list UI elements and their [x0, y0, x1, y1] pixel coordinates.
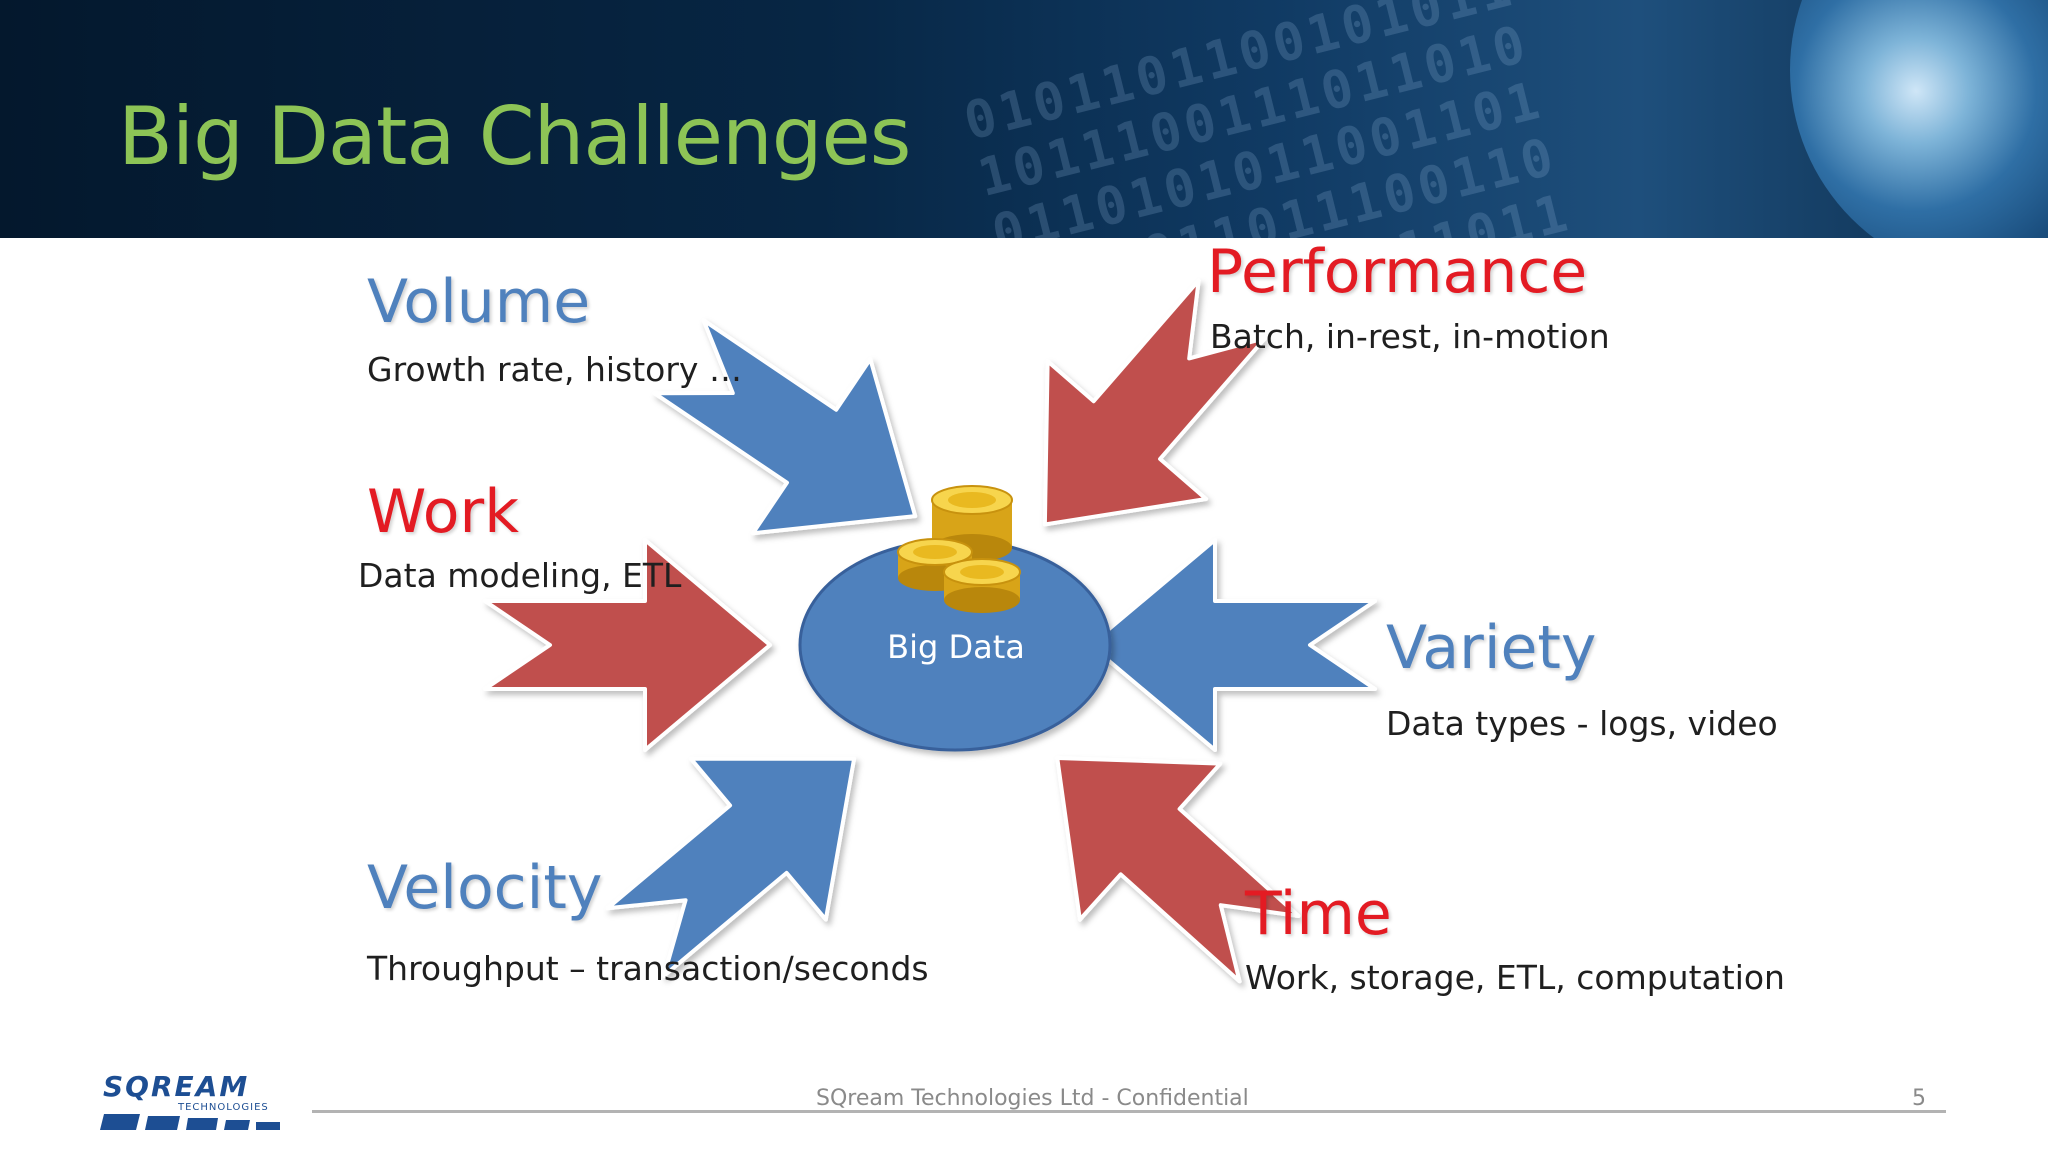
volume-detail: Growth rate, history … — [367, 350, 742, 389]
volume-title: Volume — [367, 267, 591, 337]
performance-detail: Batch, in-rest, in-motion — [1210, 317, 1610, 356]
velocity-detail: Throughput – transaction/seconds — [367, 949, 929, 988]
work-detail: Data modeling, ETL — [358, 556, 682, 595]
velocity-title: Velocity — [367, 853, 603, 923]
gold-coins-icon — [897, 485, 1021, 613]
title-banner: 0101101100101011 1011100111011010 011010… — [0, 0, 2048, 238]
performance-title: Performance — [1207, 237, 1588, 307]
page-number: 5 — [1912, 1086, 1926, 1111]
variety-title: Variety — [1386, 613, 1597, 683]
footer-divider — [312, 1110, 1946, 1113]
sqream-logo: SQREAM TECHNOLOGIES — [100, 1070, 285, 1132]
footer-confidential-text: SQream Technologies Ltd - Confidential — [816, 1086, 1249, 1111]
big-data-label: Big Data — [887, 628, 1025, 666]
time-title: Time — [1245, 879, 1392, 949]
logo-stripes-icon — [100, 1114, 280, 1130]
time-detail: Work, storage, ETL, computation — [1245, 958, 1785, 997]
work-title: Work — [367, 477, 519, 547]
variety-detail: Data types - logs, video — [1386, 704, 1778, 743]
variety-arrow — [1088, 538, 1377, 752]
earth-globe-image — [1790, 0, 2048, 238]
logo-subtitle: TECHNOLOGIES — [178, 1102, 269, 1113]
logo-wordmark: SQREAM — [103, 1070, 250, 1103]
slide-title: Big Data Challenges — [118, 90, 911, 183]
